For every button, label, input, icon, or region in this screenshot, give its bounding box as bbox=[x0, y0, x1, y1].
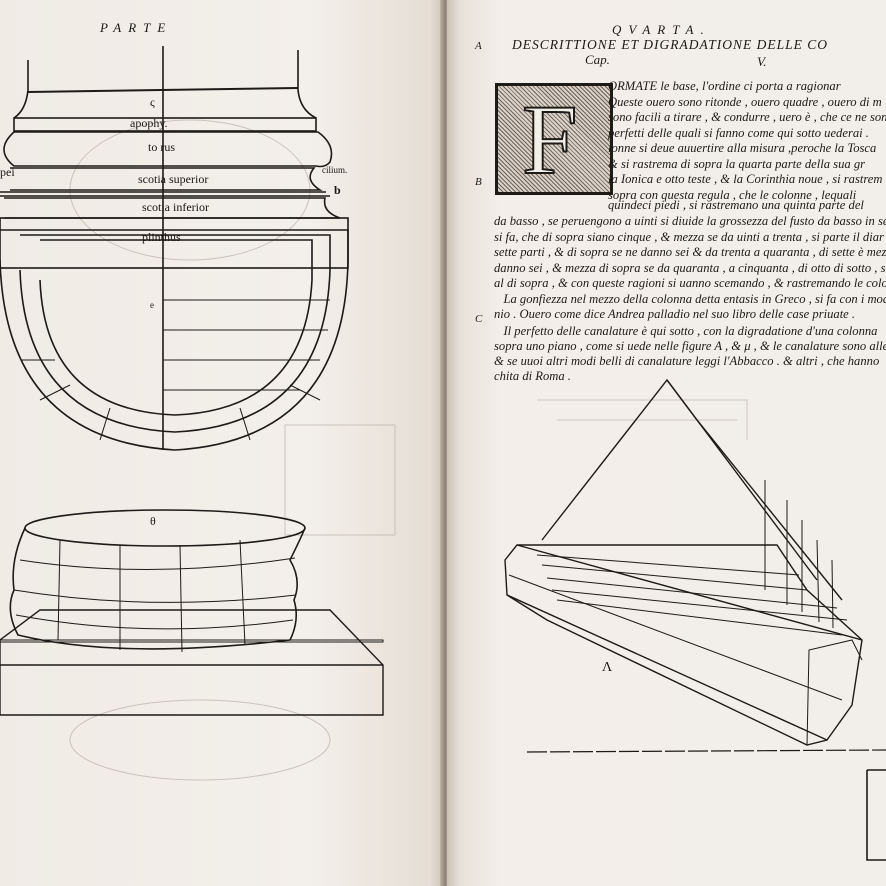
text-line: al di sopra , & con queste ragioni si ua… bbox=[494, 276, 886, 290]
text-line: La gonfiezza nel mezzo della colonna det… bbox=[494, 292, 886, 306]
label-center-letter: e bbox=[150, 300, 154, 310]
margin-letter-a: A bbox=[475, 40, 482, 52]
text-line: Queste ouero sono ritonde , ouero quadre… bbox=[608, 94, 882, 109]
text-line: ORMATE le base, l'ordine ci porta a ragi… bbox=[608, 79, 841, 93]
chapter-number: V. bbox=[757, 54, 767, 69]
text-line: sono facili a tirare , & condurre , uero… bbox=[608, 110, 886, 124]
column-fluting-perspective-figure bbox=[504, 378, 886, 861]
column-base-elevation-and-plan bbox=[0, 46, 396, 781]
text-line: & se uuoi altri modi belli di canalature… bbox=[494, 354, 880, 368]
text-line: lonne si deue auuertire alla misura ,per… bbox=[608, 141, 877, 155]
label-right-edge: cilium. bbox=[322, 165, 348, 175]
label-plinthus: plinthus bbox=[142, 230, 181, 244]
right-page: QVARTA. DESCRITTIONE ET DIGRADATIONE DEL… bbox=[447, 0, 886, 886]
label-torus: to rus bbox=[148, 140, 175, 154]
text-line: danno sei , & mezza di sopra se da quara… bbox=[494, 260, 886, 275]
text-line: quindeci piedi , si rastremano una quint… bbox=[608, 198, 864, 212]
decorated-initial: F bbox=[495, 83, 613, 195]
margin-letter-b: B bbox=[475, 176, 482, 188]
label-top-mark: ς bbox=[150, 95, 155, 109]
label-right-letter: b bbox=[334, 183, 341, 197]
margin-letter-c: C bbox=[475, 313, 483, 325]
text-line: nio . Ouero come dice Andrea palladio ne… bbox=[494, 307, 856, 321]
label-base-letter: θ bbox=[150, 514, 156, 528]
running-head-left: PARTE bbox=[100, 20, 173, 35]
text-line: sette parti , & di sopra se ne danno sei… bbox=[494, 245, 886, 259]
chapter-title: DESCRITTIONE ET DIGRADATIONE DELLE CO bbox=[512, 37, 829, 52]
text-line: & si rastrema di sopra la quarta parte d… bbox=[608, 156, 866, 171]
text-line: perfetti delle quali si fanno come qui s… bbox=[608, 125, 869, 140]
chapter-label: Cap. bbox=[585, 52, 610, 67]
text-line: si fa, che di sopra siano cinque , & mez… bbox=[494, 229, 884, 244]
initial-letter: F bbox=[521, 84, 579, 195]
text-line: Il perfetto delle canalature è qui sotto… bbox=[494, 324, 878, 338]
figure-label: Λ bbox=[602, 660, 613, 675]
label-apophysis: apophy. bbox=[130, 116, 168, 130]
text-line: sopra uno piano , come si uede nelle fig… bbox=[494, 339, 886, 353]
label-scotia-superior: scotia superior bbox=[138, 172, 209, 186]
label-left-edge: pei bbox=[0, 165, 15, 179]
text-line: chita di Roma . bbox=[494, 369, 571, 383]
text-line: da basso , se peruengono a uinti si diui… bbox=[494, 214, 886, 228]
text-line: sopra con questa regula , che le colonne… bbox=[608, 187, 857, 202]
left-page: PARTE bbox=[0, 0, 443, 886]
book-gutter bbox=[440, 0, 450, 886]
running-head-right: QVARTA. bbox=[612, 22, 711, 37]
text-line: la Ionica e otto teste , & la Corinthia … bbox=[608, 172, 883, 186]
label-scotia-inferior: scotia inferior bbox=[142, 200, 209, 214]
